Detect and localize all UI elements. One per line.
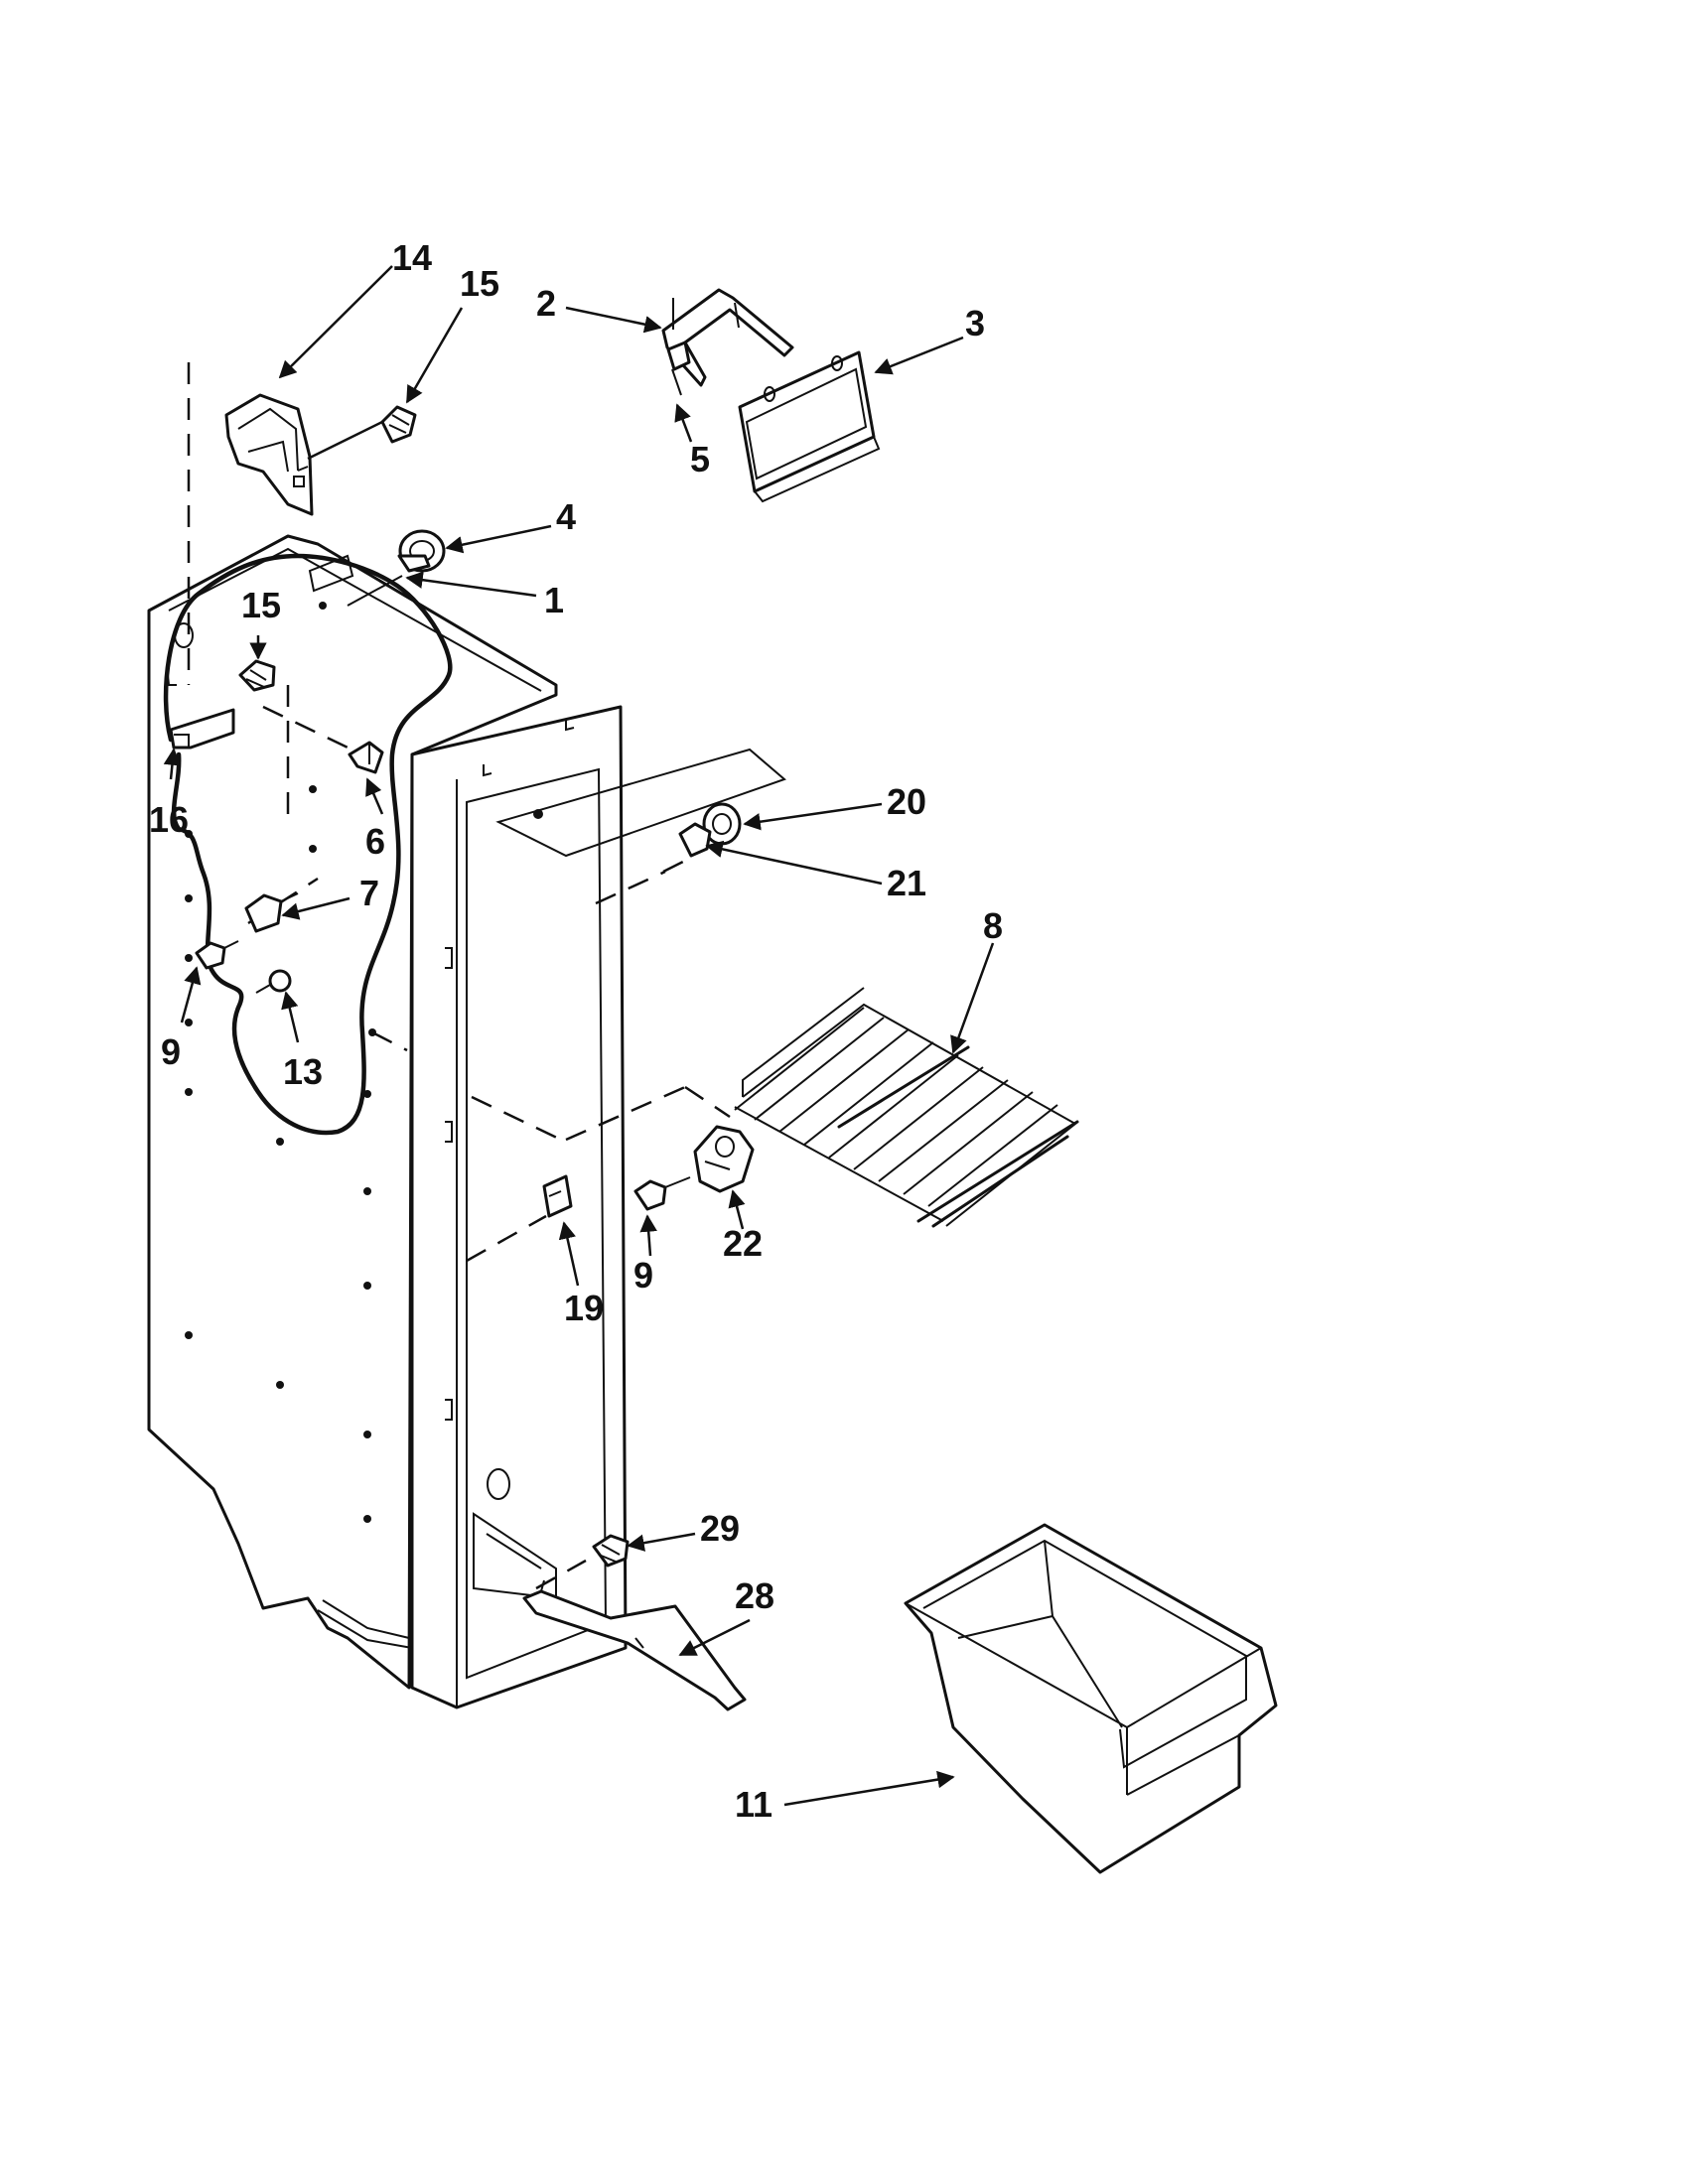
callout-6: 6: [365, 821, 385, 862]
cabinet-liner: [147, 534, 628, 1709]
part-19-socket: [542, 1174, 573, 1218]
part-8-wire-shelf: [734, 987, 1079, 1228]
callout-20: 20: [887, 781, 926, 822]
part-2-bracket: [661, 288, 794, 387]
part-11-ice-bin: [904, 1523, 1278, 1874]
part-15-screw-top: [380, 405, 417, 444]
flange-label-plate: [495, 748, 786, 858]
part-4-knob: [397, 529, 446, 573]
part-15-screw-lower: [238, 659, 276, 692]
part-7-switch: [244, 892, 299, 933]
part-22-shelf-support: [693, 1125, 755, 1193]
callout-8: 8: [983, 905, 1003, 946]
callout-21: 21: [887, 863, 926, 903]
callout-14: 14: [392, 237, 432, 278]
callout-16: 16: [149, 799, 189, 840]
callout-2: 2: [536, 283, 556, 324]
callout-labels: 14 15 2 3 5 4 1 15 16 6 7 9 13 20 21 8 2…: [149, 237, 1003, 1825]
callout-28: 28: [735, 1575, 774, 1616]
callout-29: 29: [700, 1508, 740, 1549]
part-9-screw-right: [633, 1176, 691, 1211]
callout-7: 7: [359, 873, 379, 913]
part-3-frame: [738, 350, 881, 503]
callout-9-left: 9: [161, 1031, 181, 1072]
callout-9-right: 9: [633, 1255, 653, 1296]
wire-harness: [163, 553, 453, 1136]
callout-15-top: 15: [460, 263, 499, 304]
callout-15-lower: 15: [241, 585, 281, 625]
callout-5: 5: [690, 439, 710, 479]
part-1-shaft: [347, 575, 403, 607]
part-6-clip: [348, 741, 384, 774]
callout-22: 22: [723, 1223, 763, 1264]
leader-lines: [163, 265, 995, 1807]
part-9-screw-left: [195, 940, 239, 970]
callout-4: 4: [556, 496, 576, 537]
callout-3: 3: [965, 303, 985, 343]
callout-19: 19: [564, 1288, 604, 1328]
callout-11: 11: [735, 1784, 772, 1825]
callout-13: 13: [283, 1051, 323, 1092]
part-14-bracket: [224, 393, 383, 516]
part-29-screw: [592, 1534, 630, 1568]
part-13-connector: [255, 969, 292, 994]
callout-1: 1: [544, 580, 564, 620]
part-28-rail: [522, 1579, 747, 1711]
part-20-21-bearing: [678, 802, 742, 858]
part-5-screw: [666, 341, 691, 396]
